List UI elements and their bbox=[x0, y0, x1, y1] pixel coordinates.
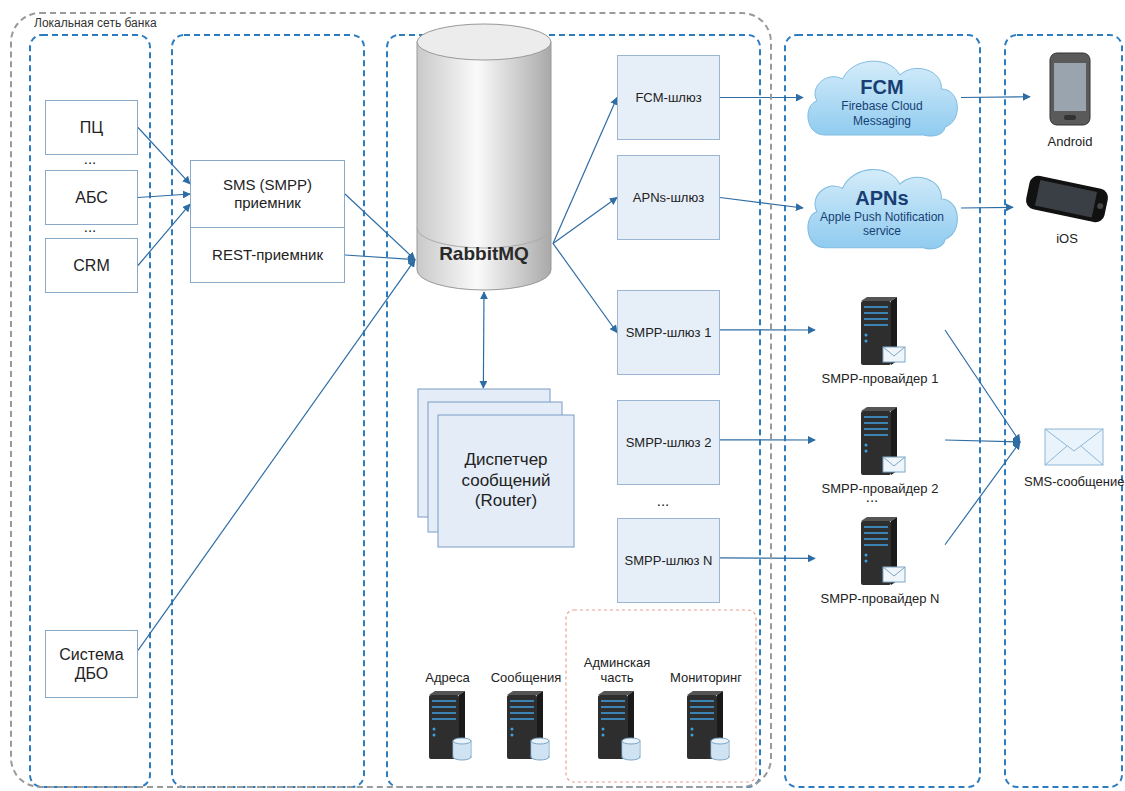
connector-arrow bbox=[553, 98, 617, 244]
connector-arrow bbox=[553, 243, 617, 332]
connector-arrow bbox=[345, 194, 415, 260]
ellipsis-label: ... bbox=[657, 492, 670, 509]
node-label: APNs-шлюз bbox=[633, 190, 704, 206]
receiver-box: REST-приемник bbox=[190, 227, 345, 283]
node-label: Локальная сеть банка bbox=[34, 16, 157, 30]
node-label: SMPP-шлюз 1 bbox=[626, 325, 712, 341]
connector-arrow bbox=[961, 207, 1013, 209]
connector-arrow bbox=[720, 198, 803, 209]
node-label: SMS-сообщение bbox=[1024, 474, 1125, 490]
connector-arrow bbox=[138, 204, 190, 265]
column-outline bbox=[785, 35, 980, 787]
source-system-box: ПЦ bbox=[45, 100, 138, 155]
ios-phone: iOS bbox=[1013, 165, 1121, 255]
node-label: Адреса bbox=[425, 670, 469, 686]
server-icon bbox=[499, 689, 553, 761]
node-label: FCM-шлюз bbox=[635, 90, 701, 106]
node-label: CRM bbox=[73, 256, 109, 275]
connector-arrow bbox=[945, 442, 1020, 545]
iphone-icon bbox=[1021, 174, 1113, 224]
queue-cylinder: RabbitMQ bbox=[415, 22, 553, 292]
node-label: Мониторинг bbox=[670, 670, 742, 686]
node-label: Админская часть bbox=[571, 655, 663, 686]
node-label: АБС bbox=[75, 188, 108, 207]
server-icon bbox=[421, 689, 475, 761]
connector-arrow bbox=[961, 96, 1030, 98]
node-label: ПЦ bbox=[80, 118, 103, 137]
connector-arrow bbox=[945, 330, 1020, 442]
server-icon bbox=[590, 689, 644, 761]
server-icon bbox=[853, 295, 907, 367]
connector-arrow bbox=[138, 260, 415, 651]
gateway-box: FCM-шлюз bbox=[617, 55, 720, 140]
node-label: SMPP-провайдер 2 bbox=[822, 481, 939, 497]
cloud-service: APNsApple Push Notification service bbox=[803, 163, 961, 253]
column-outline bbox=[1005, 35, 1122, 787]
service-title: FCM bbox=[860, 75, 903, 99]
gateway-box: SMPP-шлюз 2 bbox=[617, 400, 720, 485]
connector-arrow bbox=[138, 128, 190, 184]
sms-envelope: SMS-сообщение bbox=[1020, 418, 1125, 498]
source-system-box: АБС bbox=[45, 170, 138, 225]
node-label: Диспетчер сообщений (Router) bbox=[443, 450, 569, 511]
connector-arrow bbox=[483, 292, 485, 388]
smpp-provider-server: SMPP-провайдер N bbox=[815, 508, 945, 613]
node-label: Android bbox=[1048, 134, 1093, 150]
node-label: RabbitMQ bbox=[439, 243, 529, 266]
node-label: Сообщения bbox=[491, 670, 562, 686]
connector-arrow bbox=[138, 194, 190, 198]
router-stack: Диспетчер сообщений (Router) bbox=[417, 388, 575, 548]
cloud-service: FCMFirebase Cloud Messaging bbox=[803, 55, 961, 140]
envelope-icon bbox=[1043, 427, 1105, 467]
node-label: SMPP-провайдер N bbox=[821, 591, 940, 607]
server-database: Мониторинг bbox=[657, 655, 755, 765]
admin-group-outline bbox=[566, 610, 756, 782]
server-database: Админская часть bbox=[571, 616, 663, 765]
source-system-box: CRM bbox=[45, 238, 138, 293]
android-phone-icon bbox=[1048, 51, 1092, 127]
smpp-provider-server: SMPP-провайдер 2 bbox=[815, 398, 945, 503]
column-outline bbox=[387, 35, 760, 787]
gateway-box: SMPP-шлюз 1 bbox=[617, 290, 720, 375]
ellipsis-label: ... bbox=[84, 218, 97, 235]
ellipsis-label: ... bbox=[866, 488, 879, 505]
server-icon bbox=[853, 405, 907, 477]
connector-arrow bbox=[720, 329, 815, 330]
server-icon bbox=[679, 689, 733, 761]
connector-arrow bbox=[553, 198, 617, 244]
node-label: Firebase Cloud Messaging bbox=[817, 99, 947, 128]
service-title: APNs bbox=[855, 186, 908, 210]
source-system-box: Система ДБО bbox=[45, 630, 138, 698]
node-label: REST-приемник bbox=[212, 246, 323, 264]
node-label: SMS (SMPP) приемник bbox=[195, 176, 340, 212]
node-label: SMPP-шлюз 2 bbox=[626, 435, 712, 451]
node-label: Apple Push Notification service bbox=[817, 210, 947, 239]
node-label: Система ДБО bbox=[50, 645, 133, 683]
node-label: SMPP-провайдер 1 bbox=[822, 371, 939, 387]
gateway-box: APNs-шлюз bbox=[617, 155, 720, 240]
gateway-box: SMPP-шлюз N bbox=[617, 518, 720, 603]
connector-arrow bbox=[345, 255, 415, 260]
column-outline bbox=[30, 35, 150, 787]
node-label: SMPP-шлюз N bbox=[625, 553, 713, 569]
connector-arrow bbox=[720, 439, 815, 440]
server-icon bbox=[853, 515, 907, 587]
receiver-box: SMS (SMPP) приемник bbox=[190, 160, 345, 228]
smpp-provider-server: SMPP-провайдер 1 bbox=[815, 288, 945, 393]
connector-arrow bbox=[720, 97, 803, 98]
node-label: iOS bbox=[1056, 231, 1078, 247]
android-phone: Android bbox=[1030, 38, 1110, 163]
server-database: Адреса bbox=[410, 655, 485, 765]
network-band: Локальная сеть банкаПЦ АБС CRM Система ДБО S… bbox=[10, 12, 772, 788]
connector-arrow bbox=[945, 440, 1020, 442]
server-database: Сообщения bbox=[487, 655, 565, 765]
ellipsis-label: ... bbox=[84, 150, 97, 167]
column-outline bbox=[172, 35, 364, 787]
connector-arrow bbox=[720, 557, 815, 559]
